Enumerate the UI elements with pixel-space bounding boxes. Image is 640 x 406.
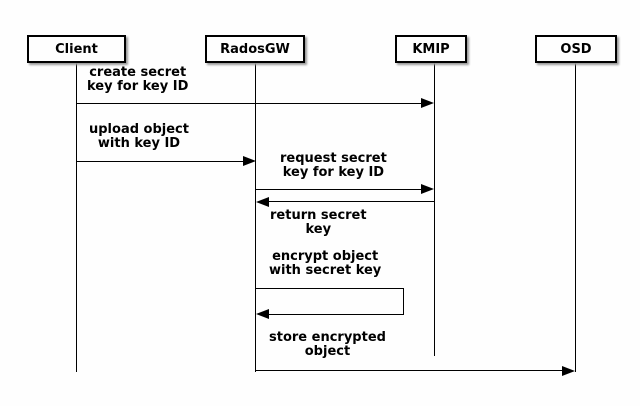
participant-box-osd: OSD	[535, 35, 617, 63]
self-message-right-line	[403, 288, 405, 314]
self-message-bottom-line	[268, 313, 404, 315]
message-label-encrypt-object: encrypt object with secret key	[269, 249, 382, 278]
message-label-create-secret-key: create secret key for key ID	[87, 65, 189, 94]
message-arrow-store-encrypted-object	[256, 370, 563, 372]
arrowhead-left-icon	[256, 196, 269, 207]
message-label-return-secret-key: return secret key	[270, 208, 367, 237]
arrowhead-left-icon	[256, 309, 269, 319]
message-arrow-upload-object	[77, 160, 244, 162]
participant-label-radosgw: RadosGW	[220, 41, 290, 57]
self-message-top-line	[256, 287, 404, 289]
arrowhead-right-icon	[421, 184, 434, 194]
participant-box-radosgw: RadosGW	[205, 35, 305, 63]
message-arrow-request-secret-key	[256, 188, 422, 190]
lifeline-client	[76, 63, 78, 372]
message-arrow-return-secret-key	[268, 200, 434, 202]
message-label-request-secret-key: request secret key for key ID	[280, 151, 387, 180]
participant-box-client: Client	[27, 35, 126, 63]
arrowhead-right-icon	[421, 98, 434, 108]
message-label-store-encrypted-object: store encrypted object	[269, 330, 386, 359]
message-label-upload-object: upload object with key ID	[89, 122, 189, 151]
message-arrow-create-secret-key	[77, 102, 422, 104]
arrowhead-right-icon	[243, 156, 256, 166]
lifeline-kmip	[434, 63, 436, 356]
participant-box-kmip: KMIP	[395, 35, 467, 63]
lifeline-osd	[575, 63, 577, 372]
participant-label-osd: OSD	[560, 41, 592, 57]
participant-label-kmip: KMIP	[412, 41, 450, 57]
lifeline-radosgw	[255, 63, 257, 372]
participant-label-client: Client	[55, 41, 98, 57]
arrowhead-right-icon	[562, 366, 575, 376]
